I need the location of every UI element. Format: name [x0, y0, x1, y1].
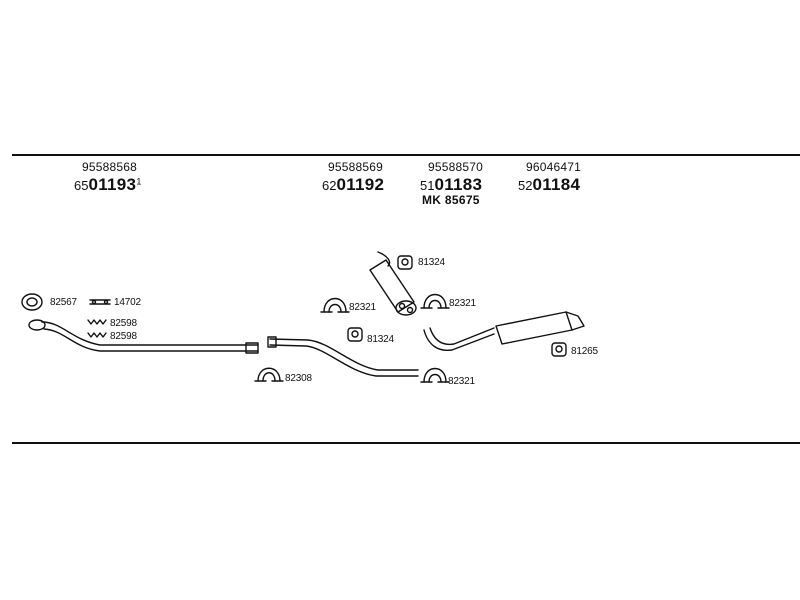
sealing-ring-front — [21, 293, 43, 311]
catalog-code-intermediate-pipe: 6201192 — [322, 175, 384, 195]
front-pipe — [28, 319, 259, 354]
label-rubber-top: 81324 — [418, 257, 445, 268]
rear-silencer — [423, 311, 585, 352]
catalog-code-front-pipe: 65011931 — [74, 175, 141, 195]
label-bolt-b: 82598 — [110, 331, 137, 342]
pipe-clamp-rear — [420, 367, 450, 383]
middle-silencer — [369, 251, 417, 316]
catalog-suffix: 1 — [136, 176, 142, 187]
catalog-prefix: 65 — [74, 178, 89, 193]
catalog-number: 01192 — [336, 175, 385, 194]
label-clamp-mid-left: 82321 — [349, 302, 376, 313]
catalog-code-rear-silencer: 5201184 — [518, 175, 580, 195]
label-rubber-mid: 81324 — [367, 334, 394, 345]
label-clamp-mid-right: 82321 — [449, 298, 476, 309]
rubber-mount-mid — [347, 327, 363, 342]
pipe-clamp-front — [254, 367, 284, 382]
top-divider-line — [12, 154, 800, 156]
label-clamp-front: 82308 — [285, 373, 312, 384]
part-number-intermediate-pipe: 95588569 — [328, 160, 383, 174]
catalog-number: 01193 — [88, 175, 137, 194]
rubber-mount-rear — [551, 342, 567, 357]
rubber-mount-top — [397, 255, 413, 270]
catalog-prefix: 62 — [322, 178, 337, 193]
label-gasket-kit: 14702 — [114, 297, 141, 308]
label-rubber-rear: 81265 — [571, 346, 598, 357]
label-sealing-ring: 82567 — [50, 297, 77, 308]
bolt-icon-b — [87, 332, 107, 338]
label-bolt-a: 82598 — [110, 318, 137, 329]
pipe-clamp-mid-right — [420, 293, 450, 309]
part-number-rear-silencer: 96046471 — [526, 160, 581, 174]
gasket-kit-icon — [89, 299, 111, 305]
catalog-prefix: 52 — [518, 178, 533, 193]
part-number-middle-silencer: 95588570 — [428, 160, 483, 174]
pipe-clamp-mid-left — [320, 297, 350, 313]
intermediate-pipe — [267, 336, 419, 377]
part-number-front-pipe: 95588568 — [82, 160, 137, 174]
catalog-prefix: 51 — [420, 178, 435, 193]
catalog-number: 01183 — [434, 175, 483, 194]
bottom-divider-line — [12, 442, 800, 444]
mounting-kit-code: MK 85675 — [422, 193, 480, 207]
catalog-number: 01184 — [532, 175, 581, 194]
catalog-code-middle-silencer: 5101183 — [420, 175, 482, 195]
label-clamp-rear: 82321 — [448, 376, 475, 387]
bolt-icon-a — [87, 319, 107, 325]
